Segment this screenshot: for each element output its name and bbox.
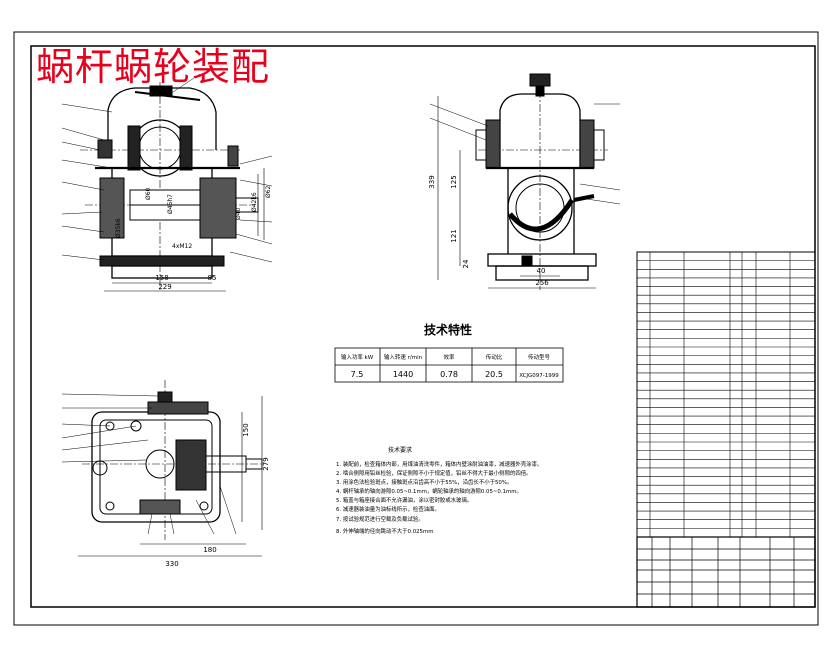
dim-top-2: 180: [203, 546, 216, 554]
drawing-title: 蜗杆蜗轮装配: [36, 45, 271, 89]
spec-table-heading: 技术特性: [424, 322, 472, 337]
dim-top-3: 330: [165, 560, 178, 568]
dim-side-0: 339: [428, 175, 436, 188]
dim-front-5: Ø42k6: [251, 192, 258, 212]
tech-note-0: 1. 装配前，检查箱体内部，用煤油清洗零件，箱体内壁涂耐油油漆，减速器外壳涂漆。: [336, 460, 542, 468]
outer-frame: [13, 31, 819, 626]
tech-note-1: 2. 啮合侧隙用铅丝检验，保证侧隙不小于规定值，铅丝不得大于最小侧隙的四倍。: [336, 469, 532, 477]
dim-front-3: Ø60: [145, 187, 152, 200]
spec-header-3: 传动比: [486, 353, 503, 361]
title-block: [636, 536, 816, 608]
tech-note-7: 8. 外伸轴端的径向跳动不大于0.025mm: [336, 527, 433, 535]
tech-note-6: 7. 按试验规范进行空载及负载试验。: [336, 515, 424, 523]
dim-side-4: 40: [537, 267, 546, 275]
dim-front-1: 229: [158, 283, 171, 291]
dim-front-4: Ø45h7: [167, 194, 174, 214]
tech-note-5: 6. 减速器装油量为油标线所示，检查油面。: [336, 505, 440, 513]
dim-top-0: 279: [262, 457, 270, 470]
dim-side-5: 256: [535, 279, 549, 287]
dim-top-1: 150: [242, 423, 250, 436]
tech-note-4: 5. 箱盖与箱座接合面不允许漏油，涂以密封胶或水玻璃。: [336, 496, 472, 504]
spec-header-4: 传动型号: [528, 353, 551, 361]
parts-list: [636, 251, 816, 538]
spec-table: [334, 347, 564, 383]
dim-front-9: Ø62: [265, 185, 272, 198]
dim-side-2: 121: [450, 229, 458, 242]
dim-front-2: 85: [208, 274, 217, 282]
spec-header-0: 输入功率 kW: [341, 353, 374, 361]
side-view: [429, 73, 621, 290]
dim-front-7: Ø35k6: [115, 218, 122, 238]
dim-front-6: Ø40: [235, 207, 242, 220]
parts-list-frame: [636, 251, 816, 538]
spec-value-4: XCJG097-1999: [519, 373, 559, 379]
dim-front-8: 4xM12: [172, 243, 192, 250]
spec-value-3: 20.5: [485, 370, 503, 379]
spec-header-1: 输入转速 r/min: [384, 353, 423, 361]
front-view: [61, 73, 273, 292]
spec-value-0: 7.5: [351, 370, 364, 379]
dim-side-3: 24: [462, 259, 470, 268]
tech-notes-heading: 技术要求: [388, 446, 412, 454]
dim-side-1: 125: [450, 175, 458, 188]
spec-value-2: 0.78: [440, 370, 458, 379]
top-view: [61, 380, 263, 557]
spec-header-2: 效率: [443, 353, 455, 361]
tech-note-2: 3. 用涂色法检验斑点，接触斑点沿齿高不小于55%，沿齿长不小于50%。: [336, 478, 512, 486]
tech-note-3: 4. 蜗杆轴承的轴向游隙0.05~0.1mm，蜗轮轴承的轴向游隙0.05~0.1…: [336, 487, 522, 495]
spec-value-1: 1440: [393, 370, 413, 379]
dim-front-0: 158: [155, 274, 168, 282]
